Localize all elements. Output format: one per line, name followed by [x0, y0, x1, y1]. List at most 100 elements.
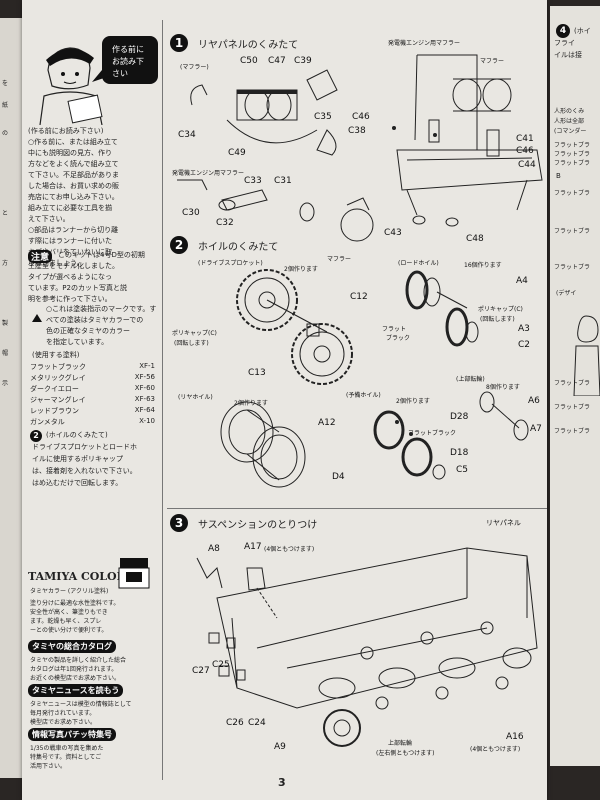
part-d4: D4: [332, 472, 345, 482]
part-c47: C47: [268, 56, 286, 66]
part-c49: C49: [228, 148, 246, 158]
part-c33: C33: [244, 176, 262, 186]
photo-line: 特集号です。資料としてご: [30, 754, 102, 761]
step2-title: ホイルのくみたて: [198, 242, 279, 253]
intro-line: 中にも説明図の見方、作り: [28, 149, 112, 157]
step1-number: 1: [170, 34, 188, 52]
intro-line: 売店にてお申し込み下さい。: [28, 193, 119, 201]
right-strip-line: (ホイ: [574, 27, 591, 35]
left-strip-mark: 帽: [2, 350, 9, 357]
paint-intro-line: ○これは塗装指示のマークです。す: [46, 305, 157, 313]
paint-code: XF-64: [134, 406, 155, 414]
intro-line: ○部品はランナーから切り離: [28, 226, 119, 234]
drive-sprocket-label: (ドライブスプロケット): [198, 260, 263, 267]
step2-note-line: (ホイルのくみたて): [46, 431, 108, 439]
step1-muffler-bottom: マフラー: [327, 256, 352, 263]
step2-note-line: は、接着剤を入れないで下さい。: [32, 467, 137, 475]
main-sheet: 作る前に お読み下 さい (作る前にお読み下さい) ○作る前に、または組み立て …: [22, 0, 547, 800]
part-a8: A8: [208, 544, 220, 554]
catalog-title: タミヤの総合カタログ: [28, 640, 116, 653]
rear-panel-label: リヤパネル: [486, 519, 521, 527]
part-c43: C43: [384, 228, 402, 238]
news-line: 毎月発行されています。: [30, 710, 96, 717]
right-design-label: (デザイ: [556, 290, 577, 297]
catalog-line: カタログは年1回発行されます。: [30, 666, 118, 673]
part-c34: C34: [178, 130, 196, 140]
part-c46: C46: [352, 112, 370, 122]
step3-number: 3: [170, 514, 188, 532]
paint-name: ダークイエロー: [30, 385, 79, 393]
bubble-text-2: お読み下: [112, 57, 144, 66]
paint-jar-icon: [118, 558, 150, 589]
tamiya-color-line: 安全性が高く、筆塗りもでき: [30, 609, 108, 616]
page-number: 3: [278, 776, 286, 789]
part-c25: C25: [212, 660, 230, 670]
tamiya-color-line: ます。乾燥も早く、スプレ: [30, 618, 102, 625]
part-d28: D28: [450, 412, 469, 422]
right-strip-line: イルは接: [554, 51, 582, 59]
left-strip-mark: 紙: [2, 102, 9, 109]
figure-illustration: [573, 315, 600, 396]
intro-line: キズやバリをていねいに取: [28, 248, 112, 256]
part-a6: A6: [528, 396, 540, 406]
part-a16: A16: [506, 732, 524, 742]
part-c48: C48: [466, 234, 484, 244]
part-c24: C24: [248, 718, 266, 728]
flat-black-label: フラット: [382, 326, 407, 333]
column-divider: [162, 20, 163, 780]
news-line: 模型店でお求め下さい。: [30, 719, 97, 726]
make-8-label: 8個作ります: [486, 384, 520, 391]
part-c30: C30: [182, 208, 200, 218]
right-side-line: 人形のくみ: [554, 108, 585, 115]
bubble-text-1: 作る前に: [112, 45, 144, 54]
poly-cap-label-1: ポリキャップ(C): [172, 330, 217, 337]
intro-line: 方などをよく読んで組み立て: [28, 160, 119, 168]
paint-name: メタリックグレイ: [30, 374, 86, 382]
right-strip-line: フライ: [554, 39, 575, 47]
part-d18: D18: [450, 448, 469, 458]
part-c44: C44: [518, 160, 536, 170]
make-2c-label: 2個作ります: [396, 398, 430, 405]
tamiya-color-line: 塗り分けに最適な水性塗料です。: [30, 600, 120, 607]
paint-name: ジャーマングレイ: [30, 396, 86, 404]
caution-line: タイプが選べるようになっ: [28, 273, 112, 281]
right-tiny-text: フラットブラ: [554, 190, 591, 197]
photo-line: 活用下さい。: [30, 763, 67, 770]
part-c12: C12: [350, 292, 368, 302]
right-tiny-text: フラットブラ: [554, 228, 591, 235]
step2-number: 2: [170, 236, 188, 254]
part-c50: C50: [240, 56, 258, 66]
part-c31: C31: [274, 176, 292, 186]
part-c39: C39: [294, 56, 312, 66]
upper-roller-note: 上部転輪: [388, 740, 413, 747]
part-a9: A9: [274, 742, 286, 752]
step3-title: サスペンションのとりつけ: [198, 520, 318, 531]
paint-code: XF-56: [134, 373, 155, 381]
left-strip-mark: 方: [2, 260, 9, 267]
paint-intro-line: 色の正確なタミヤのカラー: [46, 327, 130, 335]
paint-name: フラットブラック: [30, 363, 86, 371]
make-2-label: 2個作ります: [284, 266, 318, 273]
part-c35: C35: [314, 112, 332, 122]
part-c26: C26: [226, 718, 244, 728]
paint-code: XF-1: [139, 362, 155, 370]
tamiya-color-sub: タミヤカラー (アクリル塗料): [30, 588, 109, 595]
paint-header: (使用する塗料): [32, 351, 80, 359]
paint-intro-line: べての塗装はタミヤカラーでの: [46, 316, 144, 324]
flat-black-label-3: フラットブラック: [408, 430, 457, 437]
caution-line: このキットは4号D型の初期: [58, 251, 145, 259]
part-c46b: C46: [516, 146, 534, 156]
part-c13: C13: [248, 368, 266, 378]
right-side-line: 人形は全部: [554, 118, 585, 125]
reading-man-illustration: [39, 36, 158, 125]
make-16-label: 16個作ります: [464, 262, 502, 269]
part-c38: C38: [348, 126, 366, 136]
photo-line: 1/35の戦車の写真を集めた: [30, 745, 104, 752]
left-strip-mark: を: [2, 80, 9, 87]
make-2b-label: 2個作ります: [234, 400, 268, 407]
right-tiny-text: フラットブラ: [554, 151, 591, 158]
attach-lr-label: (左右側ともつけます): [376, 750, 435, 757]
intro-line: (作る前にお読み下さい): [28, 127, 104, 135]
tamiya-color-line: ーとの使い分けで便利です。: [30, 627, 108, 634]
